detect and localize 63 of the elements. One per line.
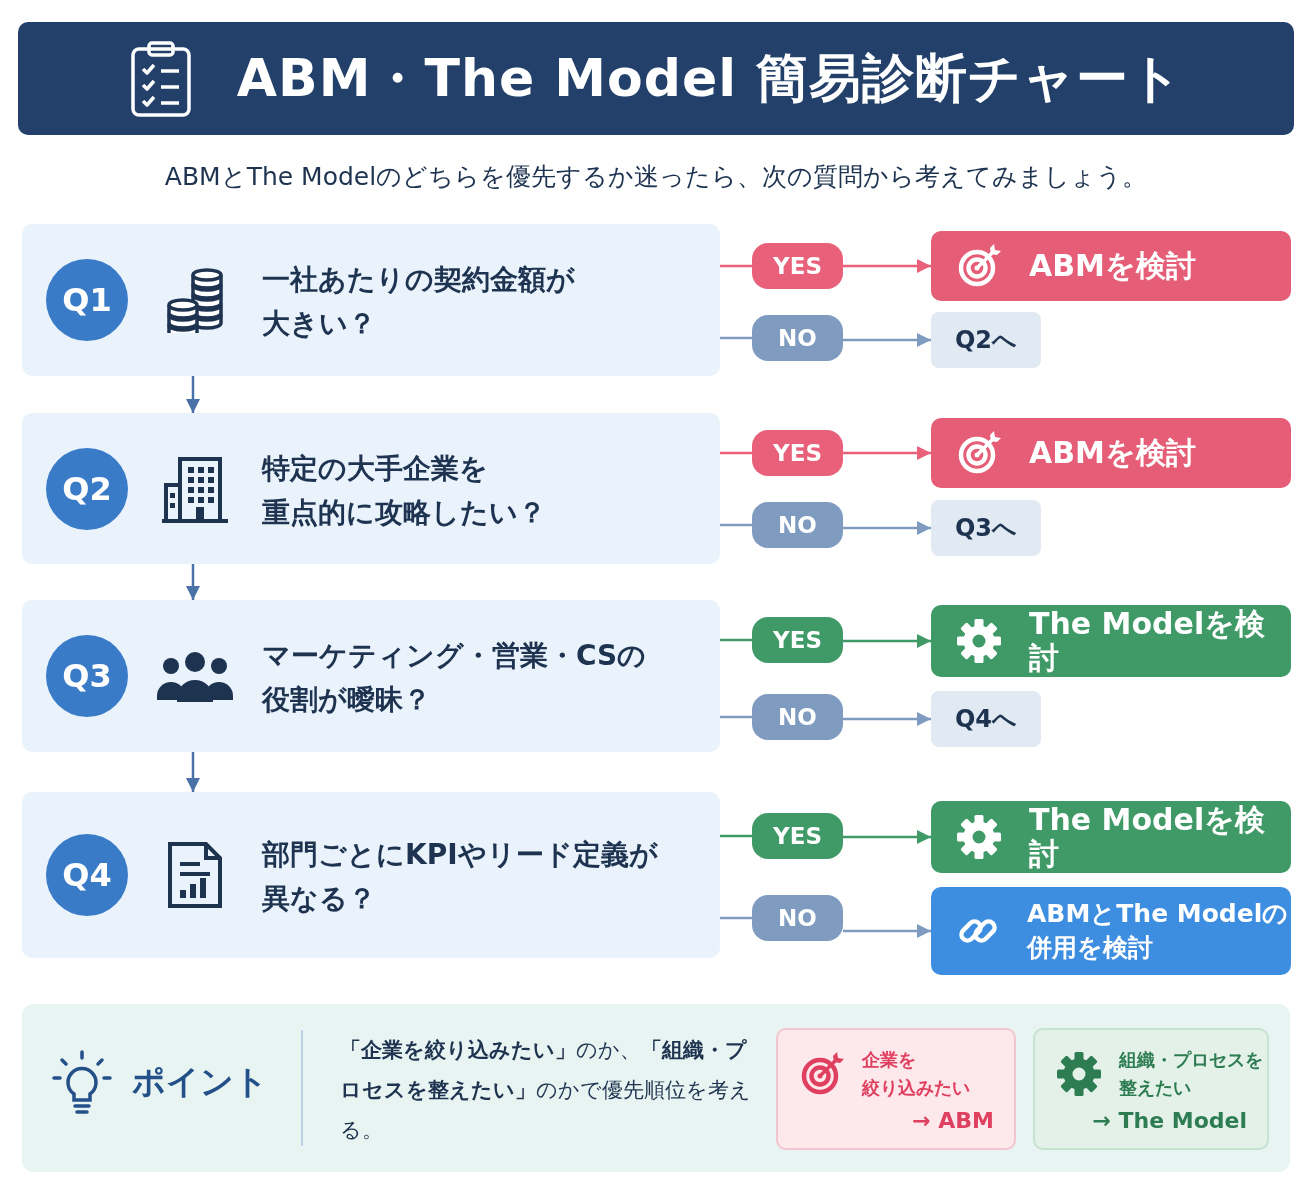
next-question-box: Q4へ (931, 691, 1041, 747)
question-number: Q4 (46, 834, 128, 916)
connector-line (720, 916, 752, 920)
arrow (186, 376, 200, 413)
point-panel (22, 1004, 1290, 1172)
question-text: 部門ごとにKPIやリード定義が異なる？ (262, 837, 659, 917)
arrow (843, 712, 931, 726)
question-panel (22, 224, 720, 376)
connector-line (720, 264, 752, 268)
answer-pill: YES (752, 430, 843, 476)
next-question-box: Q2へ (931, 312, 1041, 368)
answer-pill: YES (752, 243, 843, 289)
arrow (186, 564, 200, 600)
arrow (186, 752, 200, 792)
arrow (843, 830, 931, 844)
result-box (931, 605, 1291, 677)
question-number: Q3 (46, 635, 128, 717)
result-box (931, 418, 1291, 488)
subtitle: ABMとThe Modelのどちらを優先するか迷ったら、次の質問から考えてみましょう。 (163, 161, 1149, 193)
result-text: ABMを検討 (1029, 436, 1196, 470)
card-result: → The Model (1091, 1108, 1247, 1133)
connector-line (720, 834, 752, 838)
question-text: 特定の大手企業を重点的に攻略したい？ (262, 450, 547, 531)
question-number: Q1 (46, 259, 128, 341)
arrow (843, 333, 931, 347)
next-question-box: Q3へ (931, 500, 1041, 556)
answer-pill: NO (752, 694, 843, 740)
result-text: ABMを検討 (1029, 249, 1196, 283)
arrow (843, 924, 931, 938)
answer-pill: NO (752, 895, 843, 941)
question-number: Q2 (46, 447, 128, 530)
connector-line (720, 715, 752, 719)
question-text: 一社あたりの契約金額が大きい？ (262, 262, 576, 342)
question-panel (22, 413, 720, 564)
answer-pill: NO (752, 315, 843, 361)
connector-line (720, 638, 752, 642)
summary-card (1033, 1028, 1269, 1150)
result-box (931, 231, 1291, 301)
connector-line (720, 336, 752, 340)
result-box (931, 887, 1291, 975)
question-panel (22, 792, 720, 958)
arrow (843, 259, 931, 273)
result-text: The Modelを検討 (1029, 803, 1267, 871)
point-heading: ポイント (132, 1061, 268, 1103)
connector-line (720, 451, 752, 455)
answer-pill: YES (752, 617, 843, 663)
question-panel (22, 600, 720, 752)
card-result: → ABM (911, 1108, 994, 1133)
card-text: 組織・プロセスを整えたい (1119, 1048, 1264, 1100)
arrow (843, 446, 931, 460)
result-text: ABMとThe Modelの併用を検討 (1027, 898, 1289, 964)
result-box (931, 801, 1291, 873)
summary-card (776, 1028, 1016, 1150)
question-text: マーケティング・営業・CSの役割が曖昧？ (262, 638, 648, 718)
arrow (843, 634, 931, 648)
answer-pill: NO (752, 502, 843, 548)
card-text: 企業を絞り込みたい (862, 1048, 971, 1100)
result-text: The Modelを検討 (1029, 607, 1267, 675)
arrow (843, 521, 931, 535)
answer-pill: YES (752, 813, 843, 859)
connector-line (720, 523, 752, 527)
point-text: 「企業を絞り込みたい」のか、「組織・プロセスを整えたい」のかで優先順位を考える。 (340, 1037, 752, 1144)
title-text: ABM・The Model 簡易診断チャート (236, 46, 1184, 110)
